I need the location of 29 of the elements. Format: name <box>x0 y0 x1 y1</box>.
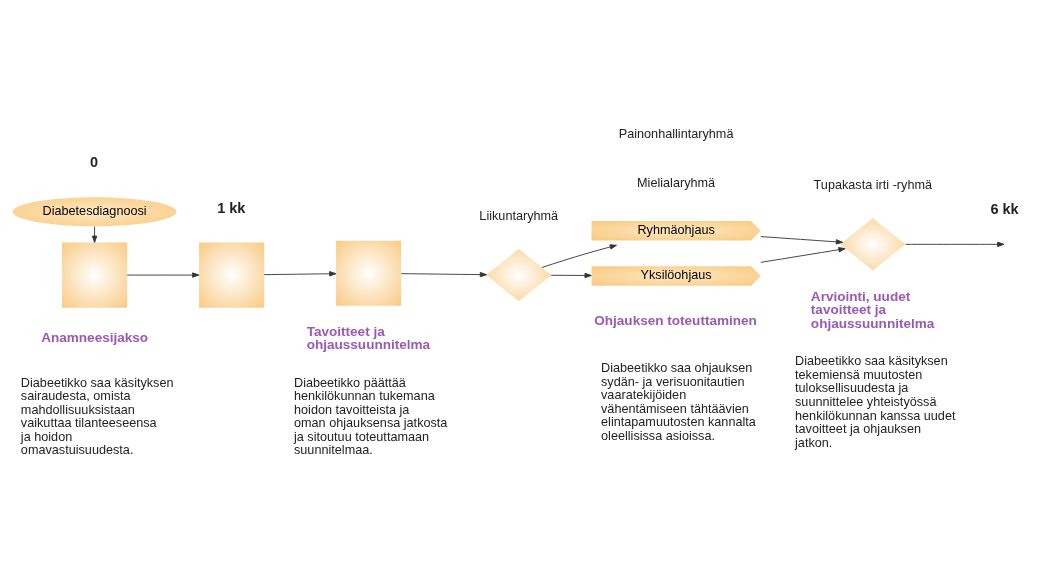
label: Diabeetikko saa käsityksen tekemiensä muutosten tuloksellisuudesta ja suunnittelee yhteistyössä henkilökunnan kanssa uudet tavoitteet ja ohjauksen jatkon. <box>795 354 956 450</box>
label: Painonhallintaryhmä <box>618 127 734 142</box>
label: Mielialaryhmä <box>637 176 716 191</box>
label: Anamneesijakso <box>41 330 149 346</box>
label: Diabeetikko saa käsityksen sairaudesta, omista mahdollisuuksistaan vaikuttaa tilanteeseensa ja hoidon omavastuisuudesta. <box>20 375 174 458</box>
label: Tavoitteet ja ohjaussuunnitelma <box>306 323 431 353</box>
label: 6 kk <box>990 201 1019 218</box>
label: Diabeetikko saa ohjauksen sydän- ja verisuonitautien vaaratekijöiden vähentämiseen tähtäävien elintapamuutosten kannalta oleellisissa asioissa. <box>601 361 756 443</box>
label: Liikuntaryhmä <box>479 208 559 223</box>
node-box <box>336 240 402 306</box>
arrow <box>263 271 337 277</box>
label: 1 kk <box>217 199 246 216</box>
node-box <box>199 242 265 308</box>
arrow <box>550 272 592 279</box>
arrow <box>126 272 200 278</box>
node-ellipse: Diabetesdiagnoosi <box>12 197 177 227</box>
arrow <box>91 226 98 243</box>
label: 0 <box>90 154 99 171</box>
arrow <box>541 244 617 268</box>
label: Arviointi, uudet tavoitteet ja ohjaussuunnitelma <box>810 288 935 331</box>
label: Ohjauksen toteuttaminen <box>594 313 757 329</box>
label: Tupakasta irti -ryhmä <box>813 177 933 192</box>
arrow <box>400 271 488 278</box>
arrow <box>760 247 846 263</box>
arrow <box>905 241 1005 247</box>
node-diamond <box>486 248 552 302</box>
label: Diabeetikko päättää henkilökunnan tukemana hoidon tavoitteista ja oman ohjauksensa jatkosta ja sitoutuu toteuttamaan suunnitelmaa. <box>294 375 448 458</box>
node-box <box>62 242 128 308</box>
arrow <box>760 236 844 245</box>
